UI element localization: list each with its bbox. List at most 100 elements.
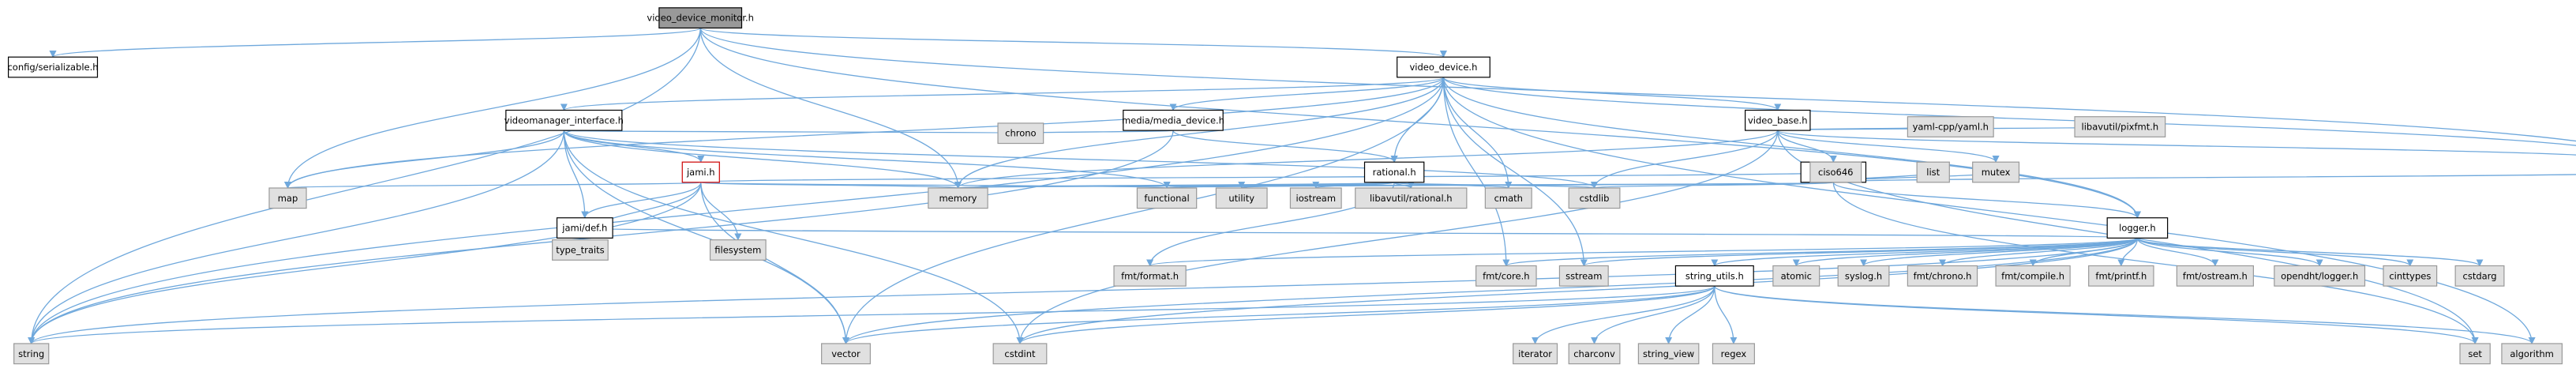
node-iostream: iostream	[1289, 187, 1342, 209]
node-box	[1772, 265, 1820, 287]
node-label: video_device.h	[1410, 62, 1478, 73]
node-label: cstdlib	[1580, 193, 1610, 204]
node-box	[2454, 265, 2505, 287]
node-box	[1637, 343, 1700, 365]
node-box	[1113, 265, 1187, 287]
node-opendht-logger: opendht/logger.h	[2274, 265, 2366, 287]
edge-observer-to-cstdlib	[1591, 181, 1834, 189]
node-jami[interactable]: jami.h	[681, 161, 720, 183]
node-media-device[interactable]: media/media_device.h	[1122, 109, 1224, 131]
node-vector: vector	[821, 343, 871, 365]
edge-string-utils-to-algorithm	[1714, 285, 2536, 344]
edge-logger-to-syslog	[1860, 237, 2139, 267]
node-box	[1907, 116, 1994, 137]
node-box	[1809, 161, 1862, 183]
node-label: filesystem	[714, 244, 761, 255]
node-atomic: atomic	[1772, 265, 1820, 287]
node-fmt-chrono: fmt/chrono.h	[1907, 265, 1978, 287]
node-box	[552, 239, 609, 261]
node-label: jami/def.h	[561, 223, 607, 234]
node-label: fmt/chrono.h	[1914, 270, 1972, 281]
edge-video-base-to-memory	[954, 130, 1779, 189]
edge-string-utils-to-regex	[1714, 286, 1738, 344]
node-string: string	[13, 343, 50, 365]
node-label: videomanager_interface.h	[504, 115, 624, 126]
edge-string-utils-to-string-view	[1665, 286, 1715, 344]
edge-video-device-to-map	[284, 77, 1445, 189]
node-jami-def[interactable]: jami/def.h	[556, 217, 613, 239]
edge-media-device-to-rational	[1172, 130, 1398, 164]
node-label: video_base.h	[1748, 115, 1808, 126]
node-video-device-monitor[interactable]: video_device_monitor.h	[647, 7, 754, 29]
node-chrono: chrono	[997, 122, 1044, 145]
node-regex: regex	[1712, 343, 1755, 365]
node-label: rational.h	[1373, 167, 1416, 178]
edge-logger-to-fmt-format	[1146, 237, 2139, 267]
node-label: iterator	[1518, 348, 1552, 359]
edge-logger-to-jami-def	[583, 227, 2139, 239]
edge-jami-to-string	[28, 182, 702, 344]
edge-video-device-to-vector	[842, 77, 1445, 344]
edge-videomanager-interface-to-vector	[563, 130, 850, 344]
edge-string-utils-to-charconv	[1591, 286, 1715, 344]
node-label: fmt/compile.h	[2001, 270, 2064, 281]
edge-video-device-monitor-to-video-device	[699, 27, 1447, 58]
node-label: type_traits	[556, 244, 604, 255]
node-box	[2088, 265, 2154, 287]
edge-video-device-monitor-to-serializable	[49, 27, 701, 58]
node-fmt-ostream: fmt/ostream.h	[2176, 265, 2254, 287]
node-box	[2274, 265, 2366, 287]
node-label: vector	[831, 348, 861, 359]
edge-logger-to-opendht-logger	[2136, 237, 2323, 267]
node-type-traits: type_traits	[552, 239, 609, 261]
node-cinttypes: cinttypes	[2383, 265, 2438, 287]
node-box	[928, 187, 988, 209]
edge-videomanager-interface-to-string	[28, 130, 564, 344]
edge-video-device-to-algorithm	[1442, 77, 2536, 344]
node-rational[interactable]: rational.h	[1363, 161, 1425, 183]
node-label: opendht/logger.h	[2281, 270, 2358, 281]
node-label: cstdint	[1004, 348, 1036, 359]
edge-video-device-monitor-to-map	[284, 28, 701, 189]
node-fmt-core: fmt/core.h	[1475, 265, 1537, 287]
edge-video-base-to-cstdlib	[1591, 130, 1779, 189]
node-label: functional	[1144, 193, 1189, 204]
node-set: set	[2459, 343, 2491, 365]
node-label: yaml-cpp/yaml.h	[1913, 122, 1989, 133]
node-label: charconv	[1573, 348, 1615, 359]
node-box	[997, 122, 1044, 145]
node-label: jami.h	[686, 167, 715, 178]
node-yaml: yaml-cpp/yaml.h	[1907, 116, 1994, 137]
node-box	[1136, 187, 1198, 209]
edge-logger-to-vector	[842, 238, 2139, 344]
node-box	[1397, 56, 1490, 78]
node-box	[2176, 265, 2254, 287]
node-box	[1568, 187, 1621, 209]
node-box	[1916, 161, 1950, 183]
node-box	[2501, 343, 2563, 365]
node-videomanager-interface[interactable]: videomanager_interface.h	[504, 109, 624, 131]
node-string-utils[interactable]: string_utils.h	[1674, 265, 1754, 287]
node-iterator: iterator	[1513, 343, 1558, 365]
edge-video-device-monitor-to-memory	[699, 28, 962, 189]
node-logger[interactable]: logger.h	[2106, 217, 2169, 239]
node-label: algorithm	[2510, 348, 2554, 359]
nodes-layer: video_device_monitor.h config/serializabl…	[7, 7, 2563, 365]
node-box	[1513, 343, 1558, 365]
node-label: video_device_monitor.h	[647, 13, 754, 24]
node-box	[1907, 265, 1978, 287]
edge-video-device-to-cmath	[1442, 77, 1513, 189]
node-mutex: mutex	[1972, 161, 2020, 183]
node-label: cstdarg	[2463, 270, 2497, 281]
edge-videomanager-interface-to-cstdlib	[563, 130, 1598, 189]
node-serializable[interactable]: config/serializable.h	[7, 56, 99, 78]
edge-string-utils-to-iterator	[1532, 285, 1715, 344]
node-video-device[interactable]: video_device.h	[1397, 56, 1490, 78]
edge-string-utils-to-cstdint	[1016, 285, 1715, 344]
node-memory: memory	[928, 187, 988, 209]
node-label: string_utils.h	[1685, 270, 1744, 281]
edge-video-device-to-memory	[954, 77, 1445, 189]
node-video-base[interactable]: video_base.h	[1745, 109, 1811, 131]
node-box	[1355, 187, 1468, 209]
